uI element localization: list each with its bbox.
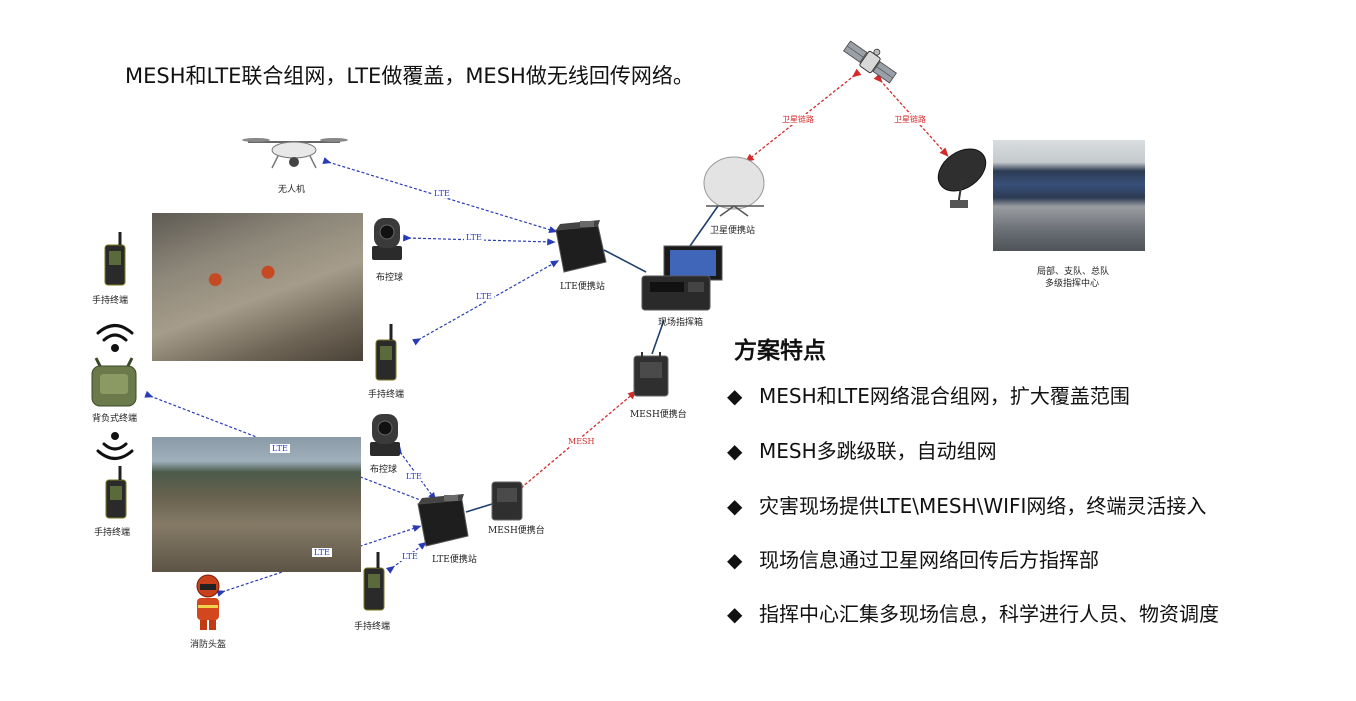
mesh-portable-icon-bottom — [491, 481, 523, 521]
ptz-camera-icon-bottom — [370, 414, 400, 456]
caption-handheld-mid-top: 手持终端 — [368, 390, 405, 400]
caption-lte-station-bottom: LTE便携站 — [432, 555, 477, 565]
link-label-lte-backpack: LTE — [270, 444, 290, 453]
feature-text: MESH和LTE网络混合组网，扩大覆盖范围 — [759, 384, 1130, 408]
feature-item: ◆ MESH多跳级联，自动组网 — [727, 435, 997, 464]
caption-ptz-top: 布控球 — [376, 273, 404, 283]
link-label-lte-helmet: LTE — [312, 548, 332, 557]
link-label-lte-ptz-top: LTE — [464, 233, 484, 242]
wifi-icon-top — [96, 324, 134, 352]
mesh-portable-icon-right — [633, 352, 669, 397]
caption-drone: 无人机 — [278, 185, 306, 195]
lte-station-icon-bottom — [417, 494, 469, 547]
feature-text: MESH多跳级联，自动组网 — [759, 439, 997, 463]
feature-item: ◆ 灾害现场提供LTE\MESH\WIFI网络，终端灵活接入 — [727, 490, 1206, 519]
disaster-photo-top — [152, 213, 363, 361]
ground-station-dish-icon — [937, 148, 987, 208]
caption-field-command-box: 现场指挥箱 — [658, 318, 704, 328]
lte-link-helmet — [216, 525, 422, 597]
cable-box-mesh — [651, 319, 665, 355]
feature-text: 指挥中心汇集多现场信息，科学进行人员、物资调度 — [759, 602, 1219, 626]
cable-lte-box — [603, 249, 647, 273]
caption-fire-helmet: 消防头盔 — [190, 640, 227, 650]
sat-link-right — [873, 73, 949, 157]
diamond-bullet-icon: ◆ — [727, 602, 743, 626]
page-title: MESH和LTE联合组网，LTE做覆盖，MESH做无线回传网络。 — [125, 64, 694, 88]
diamond-bullet-icon: ◆ — [727, 384, 743, 408]
link-label-lte-handheld-bottom: LTE — [400, 552, 420, 561]
diamond-bullet-icon: ◆ — [727, 439, 743, 463]
lte-link-handheld-top — [412, 260, 560, 346]
caption-mesh-portable-bottom: MESH便携台 — [488, 526, 545, 536]
feature-item: ◆ 现场信息通过卫星网络回传后方指挥部 — [727, 544, 1099, 573]
wifi-icon-bottom — [96, 432, 134, 460]
link-label-lte-handheld-top: LTE — [474, 292, 494, 301]
link-label-mesh: MESH — [566, 437, 597, 446]
caption-satellite-station: 卫星便携站 — [710, 226, 756, 236]
caption-handheld-bottom: 手持终端 — [354, 622, 391, 632]
lte-station-icon-top — [555, 220, 607, 273]
cable-box-sat — [689, 205, 719, 247]
diamond-bullet-icon: ◆ — [727, 548, 743, 572]
caption-ptz-bottom: 布控球 — [370, 465, 398, 475]
caption-handheld-left-bottom: 手持终端 — [94, 528, 131, 538]
handheld-icon-left-bottom — [105, 466, 127, 519]
handheld-icon-bottom — [363, 552, 385, 611]
handheld-icon-mid-top — [375, 324, 397, 381]
handheld-icon-left-top — [104, 232, 126, 286]
fire-helmet-icon — [196, 574, 220, 630]
cable-lte-mesh-bottom — [465, 503, 493, 513]
feature-item: ◆ 指挥中心汇集多现场信息，科学进行人员、物资调度 — [727, 598, 1219, 627]
satellite-icon — [843, 40, 897, 84]
backpack-terminal-icon — [91, 357, 137, 407]
feature-text: 灾害现场提供LTE\MESH\WIFI网络，终端灵活接入 — [759, 494, 1207, 518]
feature-text: 现场信息通过卫星网络回传后方指挥部 — [759, 548, 1099, 572]
drone-icon — [242, 138, 348, 169]
link-label-lte-drone: LTE — [432, 189, 452, 198]
lte-link-ptz-bottom — [394, 446, 437, 501]
caption-command-center-line2: 多级指挥中心 — [1045, 279, 1100, 289]
command-center-photo — [993, 140, 1145, 251]
diamond-bullet-icon: ◆ — [727, 494, 743, 518]
lte-link-drone — [322, 157, 558, 234]
sat-link-left — [744, 68, 862, 163]
caption-lte-station-top: LTE便携站 — [560, 282, 605, 292]
satellite-dish-icon — [703, 156, 765, 217]
link-label-lte-ptz-bottom: LTE — [404, 472, 424, 481]
caption-handheld-left-top: 手持终端 — [92, 296, 129, 306]
link-label-sat-left: 卫星链路 — [780, 114, 816, 125]
caption-command-center-line1: 局部、支队、总队 — [1037, 267, 1110, 277]
ptz-camera-icon-top — [372, 218, 402, 260]
caption-mesh-portable-right: MESH便携台 — [630, 410, 687, 420]
field-command-box-icon — [641, 245, 723, 311]
features-heading: 方案特点 — [734, 338, 826, 364]
link-label-sat-right: 卫星链路 — [892, 114, 928, 125]
feature-item: ◆ MESH和LTE网络混合组网，扩大覆盖范围 — [727, 380, 1130, 409]
caption-backpack-terminal: 背负式终端 — [92, 414, 138, 424]
